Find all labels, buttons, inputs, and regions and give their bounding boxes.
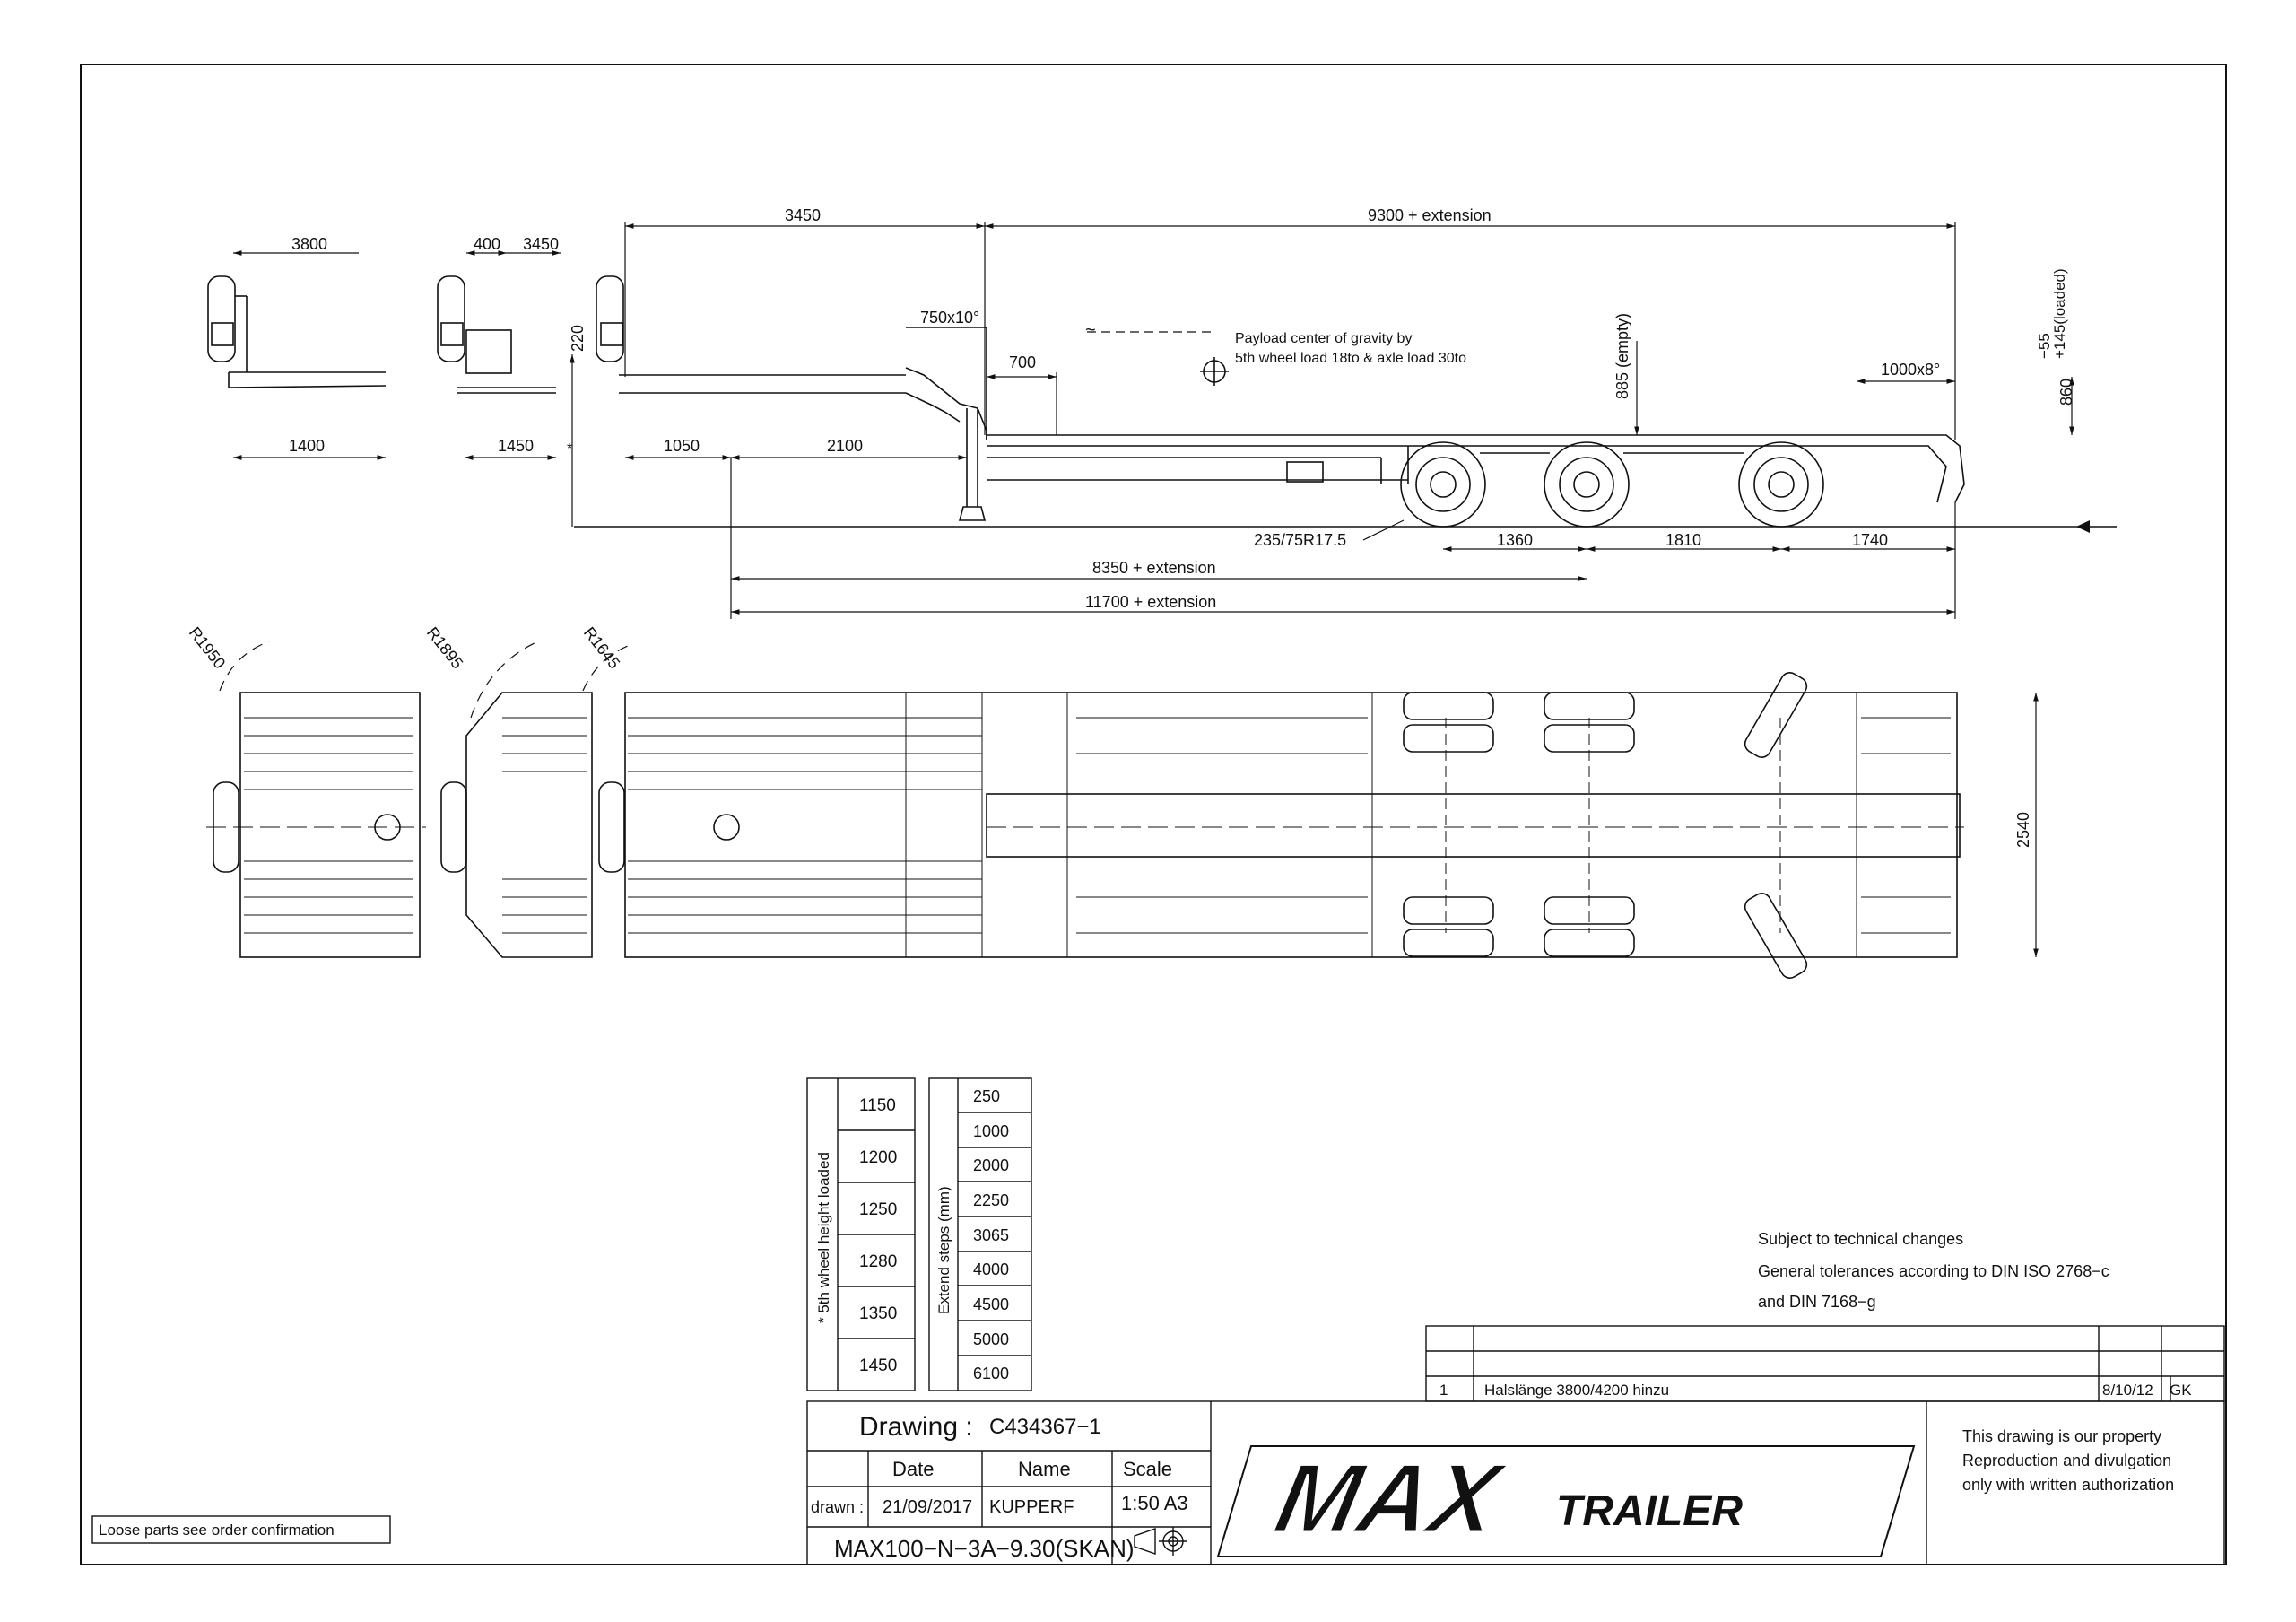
dim-400: 400 (474, 235, 500, 253)
axle-groups-top (1403, 672, 1808, 979)
approx-symbol: ~ (1085, 320, 1096, 340)
dim-1000x8: 1000x8° (1881, 361, 1940, 379)
payload-note-line1: Payload center of gravity by (1235, 331, 1412, 346)
logo-trailer: TRAILER (1556, 1487, 1743, 1535)
loose-parts-note: Loose parts see order confirmation (99, 1522, 335, 1539)
dim-1400: 1400 (289, 437, 325, 455)
payload-note-line2: 5th wheel load 18to & axle load 30to (1235, 351, 1466, 366)
note-line1: Subject to technical changes (1758, 1230, 1963, 1248)
table-right-cell: 1000 (973, 1122, 1009, 1140)
table-right-values: 250 1000 2000 2250 3065 4000 4500 5000 6… (973, 1087, 1009, 1382)
dim-8350: 8350 + extension (1092, 559, 1216, 577)
dim-3450-small: 3450 (523, 235, 559, 253)
table-left-header: * 5th wheel height loaded (815, 1152, 832, 1323)
revision-date: 8/10/12 (2102, 1382, 2153, 1399)
table-left-cell: 1450 (859, 1356, 897, 1375)
table-left-cell: 1250 (859, 1200, 897, 1219)
title-block (806, 1400, 2225, 1565)
table-right-cell: 2000 (973, 1156, 1009, 1174)
table-left-cell: 1200 (859, 1148, 897, 1167)
side-dimensions (233, 222, 2074, 619)
dim-11700: 11700 + extension (1085, 593, 1216, 611)
drawn-name: KUPPERF (989, 1497, 1074, 1517)
dim-1810: 1810 (1665, 531, 1701, 549)
dim-1050: 1050 (664, 437, 700, 455)
neck-3800-side (207, 275, 387, 388)
max-trailer-logo: MAX TRAILER (1216, 1442, 1916, 1557)
dim-2100: 2100 (827, 437, 863, 455)
table-right-cell: 2250 (973, 1191, 1009, 1209)
revision-by: GK (2170, 1382, 2192, 1399)
dim-860: 860 (2057, 379, 2075, 406)
wheel-height-table (806, 1077, 916, 1391)
dim-220: 220 (569, 325, 587, 352)
radius-r1895: R1895 (423, 624, 466, 672)
table-right-header: Extend steps (mm) (935, 1186, 952, 1314)
tyre-size: 235/75R17.5 (1254, 531, 1346, 549)
scale-value: 1:50 A3 (1121, 1492, 1188, 1514)
scale-label: Scale (1123, 1458, 1172, 1480)
table-left-values: 1150 1200 1250 1280 1350 1450 (859, 1096, 897, 1375)
extend-steps-table (928, 1077, 1032, 1391)
sheet-border (80, 64, 2227, 1565)
loose-parts-box (91, 1515, 391, 1544)
drawing-number: C434367−1 (989, 1415, 1101, 1439)
drawing-label: Drawing : (859, 1412, 973, 1442)
projection-symbol (1134, 1527, 1187, 1556)
dim-3800: 3800 (291, 235, 327, 253)
asterisk-mark: * (567, 441, 572, 457)
property-line1: This drawing is our property (1962, 1427, 2161, 1445)
table-right-cell: 4000 (973, 1260, 1009, 1278)
table-right-cell: 5000 (973, 1330, 1009, 1348)
dim-750x10: 750x10° (920, 309, 979, 327)
table-right-cell: 250 (973, 1087, 1000, 1105)
revision-text: Halslänge 3800/4200 hinzu (1484, 1382, 1669, 1399)
dim-minus55: −55 (2036, 333, 2053, 359)
table-left-cell: 1350 (859, 1304, 897, 1323)
radius-r1950: R1950 (186, 624, 229, 672)
revision-number: 1 (1439, 1382, 1448, 1399)
property-line3: only with written authorization (1962, 1476, 2174, 1494)
dim-1360: 1360 (1497, 531, 1533, 549)
date-label: Date (892, 1458, 934, 1480)
table-right-cell: 6100 (973, 1365, 1009, 1382)
note-line3: and DIN 7168−g (1758, 1293, 1876, 1311)
dim-9300: 9300 + extension (1368, 206, 1492, 224)
note-line2: General tolerances according to DIN ISO … (1758, 1262, 2109, 1280)
logo-max: MAX (1266, 1443, 1514, 1554)
trailer-side (596, 275, 1965, 528)
side-view (207, 222, 2117, 619)
table-right-cell: 4500 (973, 1295, 1009, 1313)
table-left-cell: 1280 (859, 1252, 897, 1271)
table-left-cell: 1150 (859, 1096, 896, 1115)
model-designation: MAX100−N−3A−9.30(SKAN) (834, 1535, 1135, 1562)
drawn-label: drawn : (811, 1498, 864, 1516)
neck-3450-side (437, 275, 556, 394)
radius-r1645: R1645 (580, 624, 623, 672)
dim-1450: 1450 (498, 437, 534, 455)
dim-700: 700 (1009, 353, 1036, 371)
dim-2540: 2540 (2014, 812, 2032, 848)
dim-3450: 3450 (785, 206, 821, 224)
table-right-cell: 3065 (973, 1226, 1009, 1244)
drawn-date: 21/09/2017 (883, 1497, 972, 1517)
dim-plus145: +145(loaded) (2051, 268, 2068, 359)
dim-1740: 1740 (1852, 531, 1888, 549)
property-line2: Reproduction and divulgation (1962, 1452, 2171, 1469)
dim-885: 885 (empty) (1613, 313, 1631, 399)
name-label: Name (1018, 1458, 1071, 1480)
top-view (206, 641, 2039, 979)
